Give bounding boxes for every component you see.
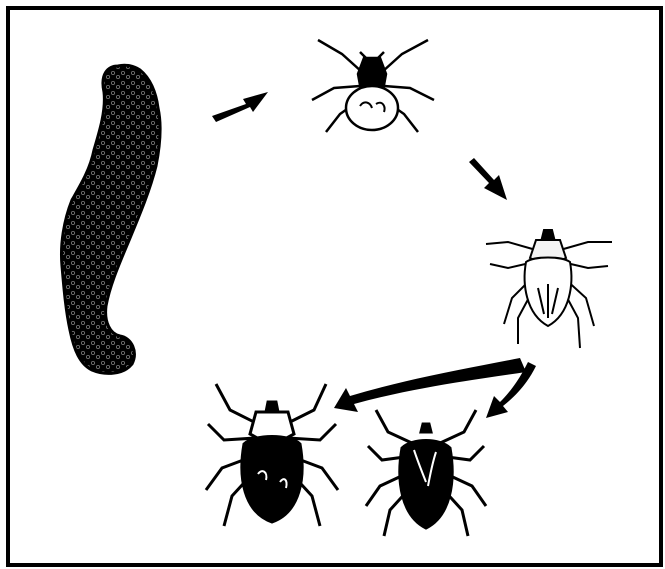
tick-larva-icon: [312, 40, 434, 132]
tick-adult-male-icon: [366, 410, 486, 536]
tick-adult-female-icon: [206, 384, 338, 526]
arrow-larva-to-nymph: [469, 158, 507, 200]
arrow-eggs-to-larva: [212, 92, 268, 122]
tick-nymph-icon: [486, 230, 612, 348]
egg-mass-icon: [61, 65, 160, 373]
